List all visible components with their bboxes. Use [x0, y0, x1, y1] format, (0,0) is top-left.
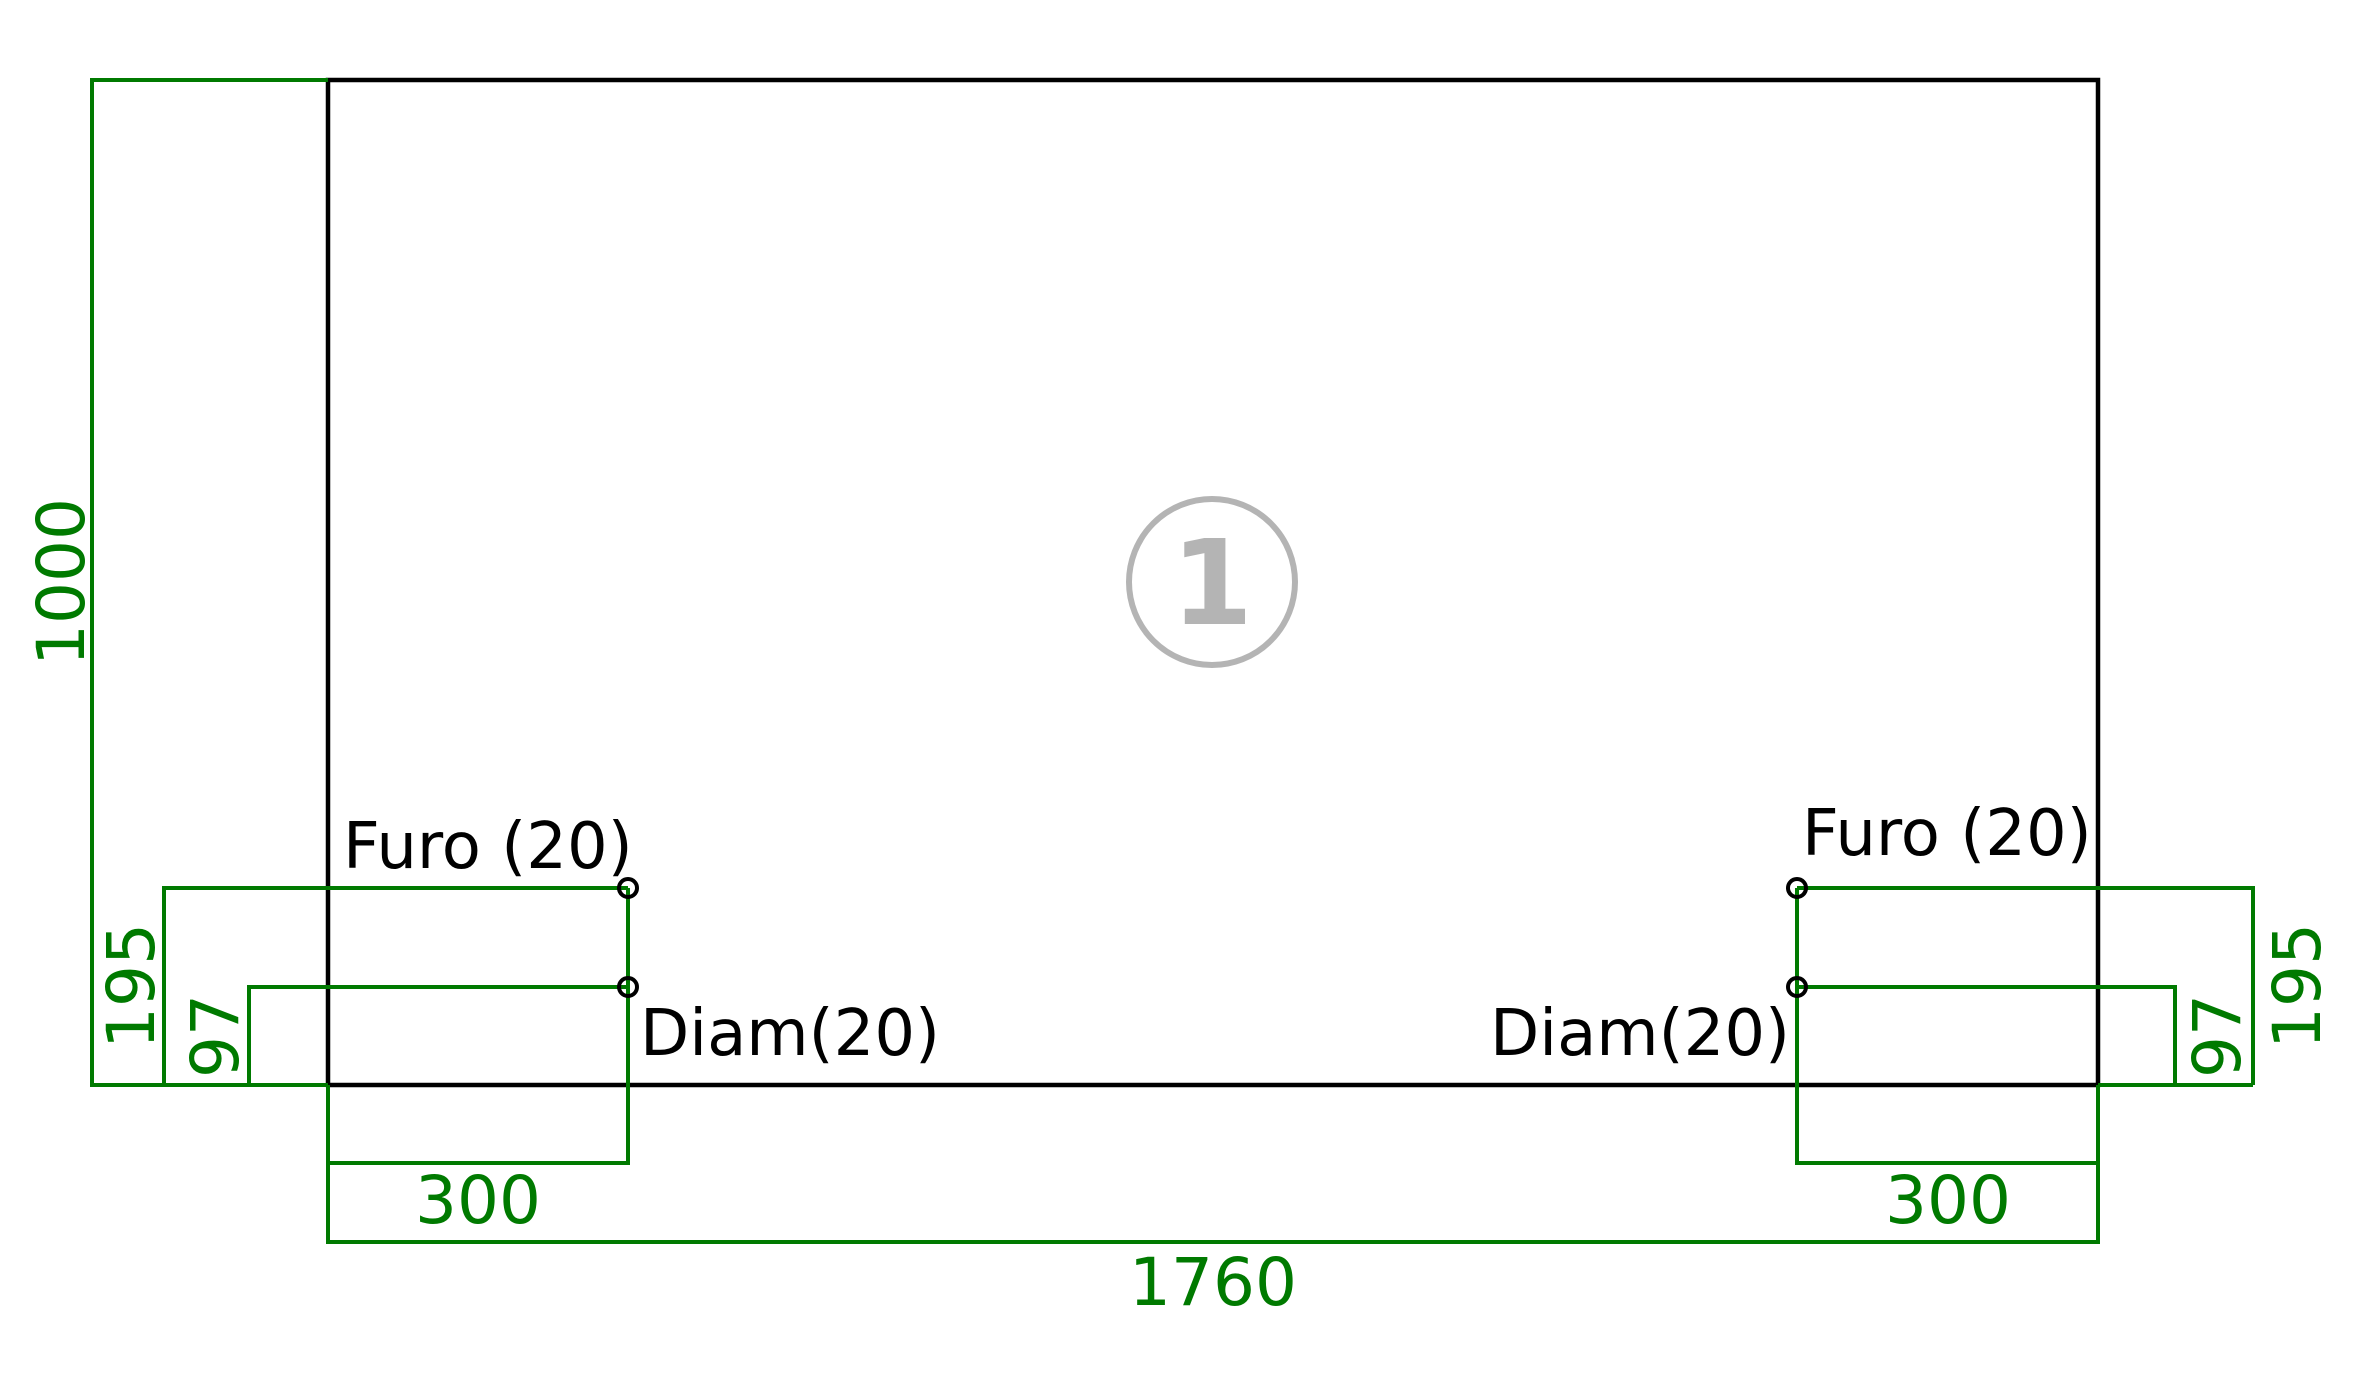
right-upper-hole	[1786, 877, 1808, 899]
left-offset-label: 300	[415, 1162, 541, 1239]
overall-height-dimension: 1000	[23, 78, 328, 1087]
right-lower-dim-label: 97	[2179, 994, 2256, 1078]
left-lower-hole	[617, 976, 639, 998]
panel-outline	[325, 77, 2101, 1088]
right-upper-hole-label: Furo (20)	[1802, 797, 2092, 871]
right-lower-dim-line	[1797, 985, 2177, 1085]
left-upper-dim-label: 195	[93, 923, 170, 1049]
right-lower-hole-label: Diam(20)	[1490, 997, 1790, 1071]
left-lower-dim-line	[247, 985, 628, 1085]
panel-marker: 1	[1126, 496, 1298, 668]
left-offset-dim-line	[326, 888, 630, 1165]
panel-marker-circle	[1126, 496, 1298, 668]
overall-width-label: 1760	[1129, 1244, 1297, 1321]
left-lower-hole-label: Diam(20)	[640, 997, 940, 1071]
left-upper-hole-dimension: 195	[93, 886, 628, 1085]
right-offset-dim-line	[1795, 888, 2100, 1165]
left-lower-dim-label: 97	[177, 994, 254, 1078]
right-offset-label: 300	[1885, 1162, 2011, 1239]
right-hole-offset-dimension: 300	[1795, 888, 2100, 1239]
overall-width-dimension: 1760	[326, 1085, 2100, 1321]
right-upper-dim-line	[1797, 886, 2255, 1085]
right-upper-dim-label: 195	[2259, 923, 2336, 1049]
left-upper-dim-line	[162, 886, 628, 1085]
panel-marker-number: 1	[1171, 514, 1253, 652]
left-upper-hole-label: Furo (20)	[343, 810, 633, 884]
left-hole-offset-dimension: 300	[326, 888, 630, 1239]
right-upper-hole-dimension: 195	[1797, 886, 2336, 1085]
overall-height-label: 1000	[23, 498, 100, 666]
right-lower-hole-dimension: 97	[1797, 985, 2256, 1085]
left-lower-hole-dimension: 97	[177, 985, 628, 1085]
left-upper-hole	[617, 877, 639, 899]
right-lower-hole	[1786, 976, 1808, 998]
